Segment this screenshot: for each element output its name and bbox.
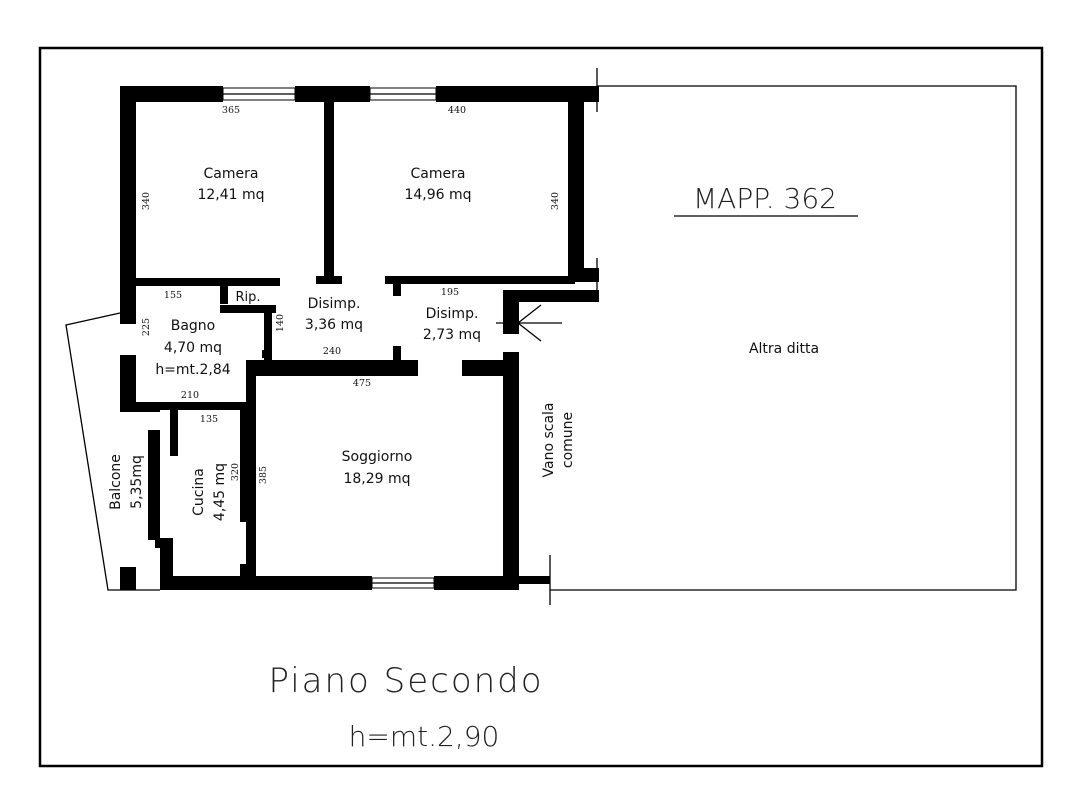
room-camera1-area: 12,41 mq — [197, 187, 264, 203]
wall-stair-foot — [503, 576, 550, 584]
map-label: MAPP. 362 — [693, 182, 837, 215]
dim-240: 240 — [323, 346, 341, 357]
wall-stair-lower — [503, 352, 519, 590]
wall-rip-west — [220, 282, 228, 304]
wall-kitchen-west — [148, 430, 160, 540]
room-bagno-name: Bagno — [171, 318, 216, 334]
wall-divider-foot — [316, 276, 342, 284]
room-disimpegno1-name: Disimp. — [308, 296, 361, 312]
room-disimpegno2-area: 2,73 mq — [423, 327, 481, 343]
room-ripostiglio-name: Rip. — [235, 290, 260, 305]
balcony-post-hole — [124, 571, 132, 586]
other-owner-label: Altra ditta — [749, 341, 819, 357]
dim-385: 385 — [258, 466, 269, 484]
room-camera1-name: Camera — [204, 166, 259, 182]
wall-bedroom2-south — [385, 276, 575, 284]
neighbour-outline — [550, 85, 1017, 591]
room-cucina-name: Cucina — [191, 468, 207, 516]
dim-320: 320 — [230, 463, 241, 481]
wall-east-jog — [568, 268, 599, 282]
wall-west-upper — [120, 86, 136, 324]
wall-kitchen-east — [240, 404, 250, 522]
windows — [222, 87, 437, 589]
room-soggiorno-name: Soggiorno — [342, 449, 413, 465]
dim-155: 155 — [164, 290, 182, 301]
room-bagno-height: h=mt.2,84 — [155, 362, 230, 378]
floor-title: Piano Secondo — [268, 661, 543, 701]
wall-kitchen-foot — [240, 564, 250, 580]
room-balcone-name: Balcone — [108, 454, 124, 510]
wall-bath-east — [264, 310, 272, 360]
wall-rip-south — [220, 305, 276, 313]
vano-scala-line2: comune — [560, 412, 576, 468]
wall-bedrooms-divider — [324, 96, 334, 280]
room-camera2-area: 14,96 mq — [404, 187, 471, 203]
dim-475: 475 — [353, 378, 371, 389]
wall-kitchen-north — [170, 404, 178, 456]
wall-north-1 — [120, 86, 223, 102]
wall-south-1 — [160, 576, 372, 590]
wall-west-bathroom — [120, 355, 136, 407]
room-disimpegno1-area: 3,36 mq — [305, 317, 363, 333]
room-soggiorno-area: 18,29 mq — [343, 471, 410, 487]
wall-disimp2-stub — [393, 280, 401, 296]
room-bagno-area: 4,70 mq — [164, 340, 222, 356]
wall-bedroom1-south — [130, 278, 280, 286]
dim-210: 210 — [181, 390, 199, 401]
wall-south-2 — [434, 576, 504, 590]
wall-stair-top — [503, 290, 599, 302]
floor-height: h=mt.2,90 — [349, 720, 500, 753]
wall-living-north — [246, 360, 418, 376]
dim-135: 135 — [200, 414, 218, 425]
room-balcone-area: 5,35mq — [129, 455, 145, 509]
room-camera2-name: Camera — [411, 166, 466, 182]
dim-140: 140 — [275, 314, 286, 332]
wall-living-ne — [462, 360, 510, 376]
wall-north-3 — [436, 86, 599, 102]
dim-195: 195 — [441, 287, 459, 298]
wall-north-2 — [295, 86, 370, 102]
dim-340-right: 340 — [550, 192, 561, 210]
drawing-frame — [38, 46, 1044, 768]
wall-bath-south — [132, 402, 250, 410]
dim-365: 365 — [222, 105, 240, 116]
balcony-outline — [65, 312, 160, 591]
dim-440: 440 — [448, 105, 466, 116]
wall-living-west — [246, 360, 256, 580]
wall-stair-upper — [503, 290, 519, 334]
wall-bath-door — [262, 350, 272, 358]
room-cucina-area: 4,45 mq — [212, 463, 228, 521]
dim-225: 225 — [141, 318, 152, 336]
wall-east-bedroom — [568, 86, 584, 282]
dim-340-left: 340 — [141, 192, 152, 210]
wall-disimp-stub — [393, 346, 401, 360]
walls — [120, 86, 599, 590]
room-disimpegno2-name: Disimp. — [426, 306, 479, 322]
vano-scala-line1: Vano scala — [541, 403, 557, 478]
